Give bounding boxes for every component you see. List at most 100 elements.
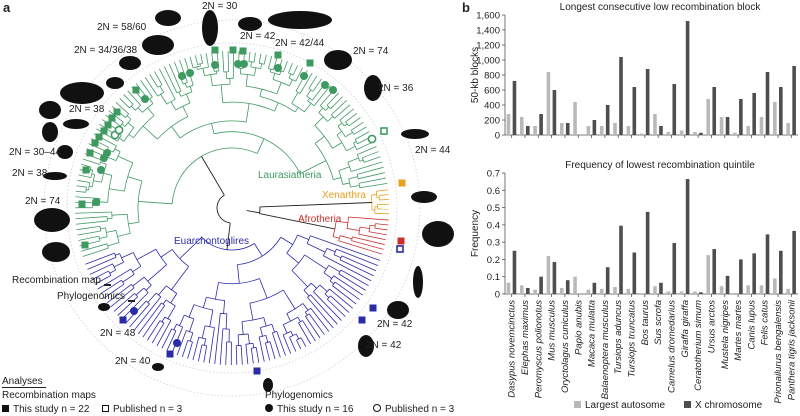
bar-largest-autosome	[773, 102, 777, 135]
phylogenomics-this-study-marker	[211, 61, 219, 69]
tree-branch-arc	[272, 78, 290, 87]
tree-branch	[145, 284, 152, 291]
tree-branch	[109, 269, 116, 274]
tree-branch	[117, 155, 134, 164]
tree-branch	[121, 123, 126, 127]
weasel-silhouette	[43, 172, 67, 180]
legend-phylogenomics: Phylogenomics	[265, 390, 333, 401]
bar-largest-autosome	[519, 285, 524, 294]
tree-branch	[220, 84, 224, 103]
tree-branch-arc	[308, 88, 314, 92]
tree-branch	[103, 283, 125, 299]
bar-x-chromosome	[645, 69, 650, 135]
tree-branch	[76, 185, 87, 188]
tree-branch	[208, 327, 215, 364]
tree-branch	[263, 54, 267, 65]
bar-x-chromosome	[619, 57, 623, 135]
bar-largest-autosome	[626, 288, 631, 294]
bar-x-chromosome	[512, 81, 517, 135]
bar-largest-autosome	[773, 278, 777, 294]
tree-branch-arc	[124, 162, 134, 192]
tree-branch	[215, 282, 219, 300]
recombination-map-this-study-marker	[274, 51, 282, 59]
tree-branch	[178, 91, 182, 97]
tree-branch	[345, 131, 353, 138]
recombination-map-this-study-marker	[211, 46, 219, 54]
tree-branch	[147, 292, 157, 303]
karyotype-label-camel: 2N = 74	[353, 46, 389, 57]
tree-branch-arc	[353, 142, 358, 150]
tree-branch-arc	[213, 131, 301, 174]
y-tick-label: 0.7	[487, 169, 500, 180]
tree-branch	[219, 328, 224, 365]
tree-branch-arc	[164, 316, 172, 321]
recombination-map-this-study-marker	[95, 133, 103, 141]
ring-label-text: Phylogenomics	[57, 291, 125, 302]
tree-branch	[289, 79, 293, 87]
bar-x-chromosome	[659, 282, 663, 294]
tree-branch	[128, 133, 134, 139]
tree-branch	[312, 78, 322, 92]
bar-largest-autosome	[719, 117, 724, 135]
x-tick-label: Panthera tigris jacksonii	[786, 299, 797, 400]
tree-branch	[202, 68, 205, 76]
y-tick-label: 1,000	[476, 56, 500, 67]
clade-label-euarchontoglires: Euarchontoglires	[174, 236, 250, 247]
tree-branch	[87, 256, 117, 270]
bar-x-chromosome	[645, 211, 650, 294]
legend-label: X chromosome	[695, 400, 763, 411]
tree-branch-arc	[171, 147, 258, 204]
tree-branch	[166, 330, 177, 352]
tree-branch	[188, 304, 195, 318]
tree-branch	[132, 266, 142, 273]
tree-branch	[326, 298, 346, 317]
x-tick-label: Ursus arctos	[706, 300, 717, 354]
tree-branch	[131, 105, 136, 111]
y-tick-label: 1,400	[476, 26, 500, 37]
y-tick-label: 0.2	[487, 255, 500, 266]
tree-branch-arc	[288, 77, 296, 82]
tree-branch	[288, 62, 293, 74]
tree-branch-arc	[121, 279, 125, 285]
elephant-silhouette	[422, 221, 454, 247]
tree-branch	[121, 252, 134, 259]
bar-x-chromosome	[525, 287, 530, 294]
tree-branch	[299, 160, 327, 175]
ferret-silhouette	[63, 119, 89, 129]
tree-branch	[334, 104, 351, 119]
x-tick-label: Balaenoptera musculus	[600, 300, 611, 400]
tree-branch-arc	[120, 121, 124, 127]
bar-largest-autosome	[519, 117, 524, 135]
tree-branch-arc	[306, 95, 313, 101]
y-tick-label: 800	[484, 71, 500, 82]
tree-branch	[338, 240, 383, 255]
tree-branch-arc	[107, 175, 113, 203]
tree-branch	[138, 201, 173, 205]
tree-branch	[305, 316, 321, 339]
phylogenomics-this-study-marker	[234, 60, 242, 68]
tree-branch	[100, 227, 106, 230]
tree-branch	[179, 236, 203, 259]
tree-branch	[298, 322, 311, 345]
bar-largest-autosome	[559, 287, 564, 294]
tree-branch-arc	[157, 92, 164, 97]
tree-branch	[100, 161, 107, 165]
tree-branch	[161, 316, 166, 323]
tree-branch	[325, 106, 330, 111]
bar-largest-autosome	[546, 72, 551, 135]
tree-branch	[259, 89, 263, 97]
tree-branch-arc	[338, 170, 344, 185]
wolf-silhouette	[42, 122, 58, 142]
bar-largest-autosome	[639, 293, 644, 294]
tree-branch-arc	[318, 112, 328, 122]
tree-branch	[351, 121, 364, 131]
bar-largest-autosome	[506, 114, 511, 135]
karyotype-label-bat: 2N = 36	[378, 83, 414, 94]
tree-branch-arc	[307, 100, 315, 107]
tree-backbone	[246, 210, 260, 214]
pig-silhouette	[119, 56, 141, 70]
y-tick-label: 1,200	[476, 41, 500, 52]
ring-label-phylogenomics: Phylogenomics	[57, 291, 135, 302]
phylogenomics-this-study-marker	[186, 69, 194, 77]
legend-text: Published n = 3	[113, 404, 183, 415]
